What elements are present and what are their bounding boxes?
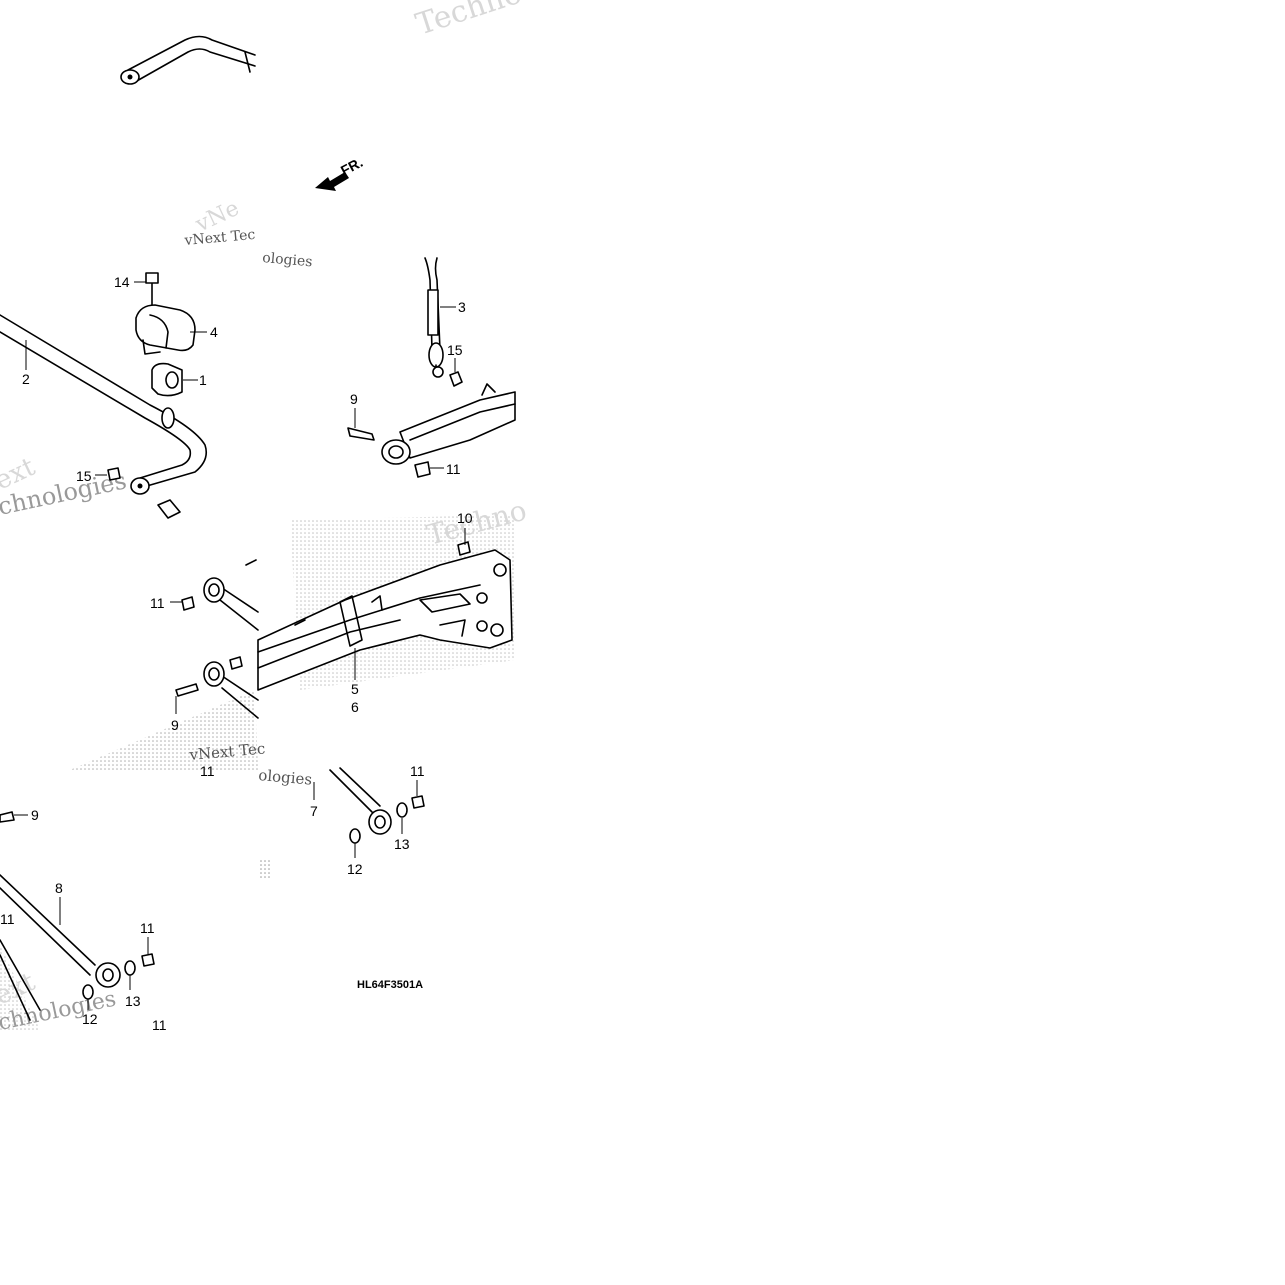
callout-label: 4	[210, 324, 218, 340]
watermark-text: ologies	[258, 766, 313, 789]
link-8	[0, 811, 155, 1021]
callout-label: 9	[31, 807, 39, 823]
callout-label: 2	[22, 371, 30, 387]
callout-label: 15	[447, 342, 463, 358]
callout-label: 15	[76, 468, 92, 484]
callout-label: 11	[200, 763, 215, 779]
link-7	[329, 767, 425, 844]
callout-label: 5	[351, 681, 359, 697]
callout-label: 10	[457, 510, 473, 526]
watermark-text: vNext Tec	[183, 227, 256, 249]
callout-label: 11	[152, 1017, 167, 1033]
bushing	[151, 362, 183, 397]
watermark-text: Techno	[412, 0, 526, 43]
lower-arm-upper	[347, 383, 516, 478]
callout-label: 11	[446, 461, 461, 477]
callout-label: 9	[350, 391, 358, 407]
callout-label: 11	[150, 595, 165, 611]
callout-label: 11	[410, 763, 425, 779]
stabilizer-bar	[0, 314, 208, 519]
callout-label: 13	[125, 993, 141, 1009]
callout-label: 1	[199, 372, 207, 388]
callout-label: 11	[0, 911, 15, 927]
callout-label: 11	[140, 920, 155, 936]
callout-label: 9	[171, 717, 179, 733]
bushing-holder	[135, 272, 196, 355]
callouts: 14 4 2 1 15 3 15 9 11 11 9 5 6 10 9 7 11…	[0, 274, 473, 1033]
callout-label: 12	[347, 861, 363, 877]
nut-15-left	[107, 467, 121, 481]
callout-label: 7	[310, 803, 318, 819]
callout-label: 6	[351, 699, 359, 715]
callout-label: 13	[394, 836, 410, 852]
part-code: HL64F3501A	[357, 979, 423, 991]
subframe	[257, 541, 513, 691]
callout-label: 8	[55, 880, 63, 896]
watermark-text: ologies	[262, 250, 313, 270]
callout-label: 14	[114, 274, 130, 290]
leader-lines	[14, 281, 466, 1010]
watermarks: Techno vNext Tec ologies ext chnologies …	[0, 0, 530, 1036]
callout-label: 12	[82, 1011, 98, 1027]
stabilizer-bar-top	[120, 35, 256, 85]
lateral-links-left	[175, 559, 259, 719]
callout-label: 3	[458, 299, 466, 315]
stabilizer-link	[424, 257, 463, 387]
front-direction-arrow: FR.	[315, 154, 365, 191]
